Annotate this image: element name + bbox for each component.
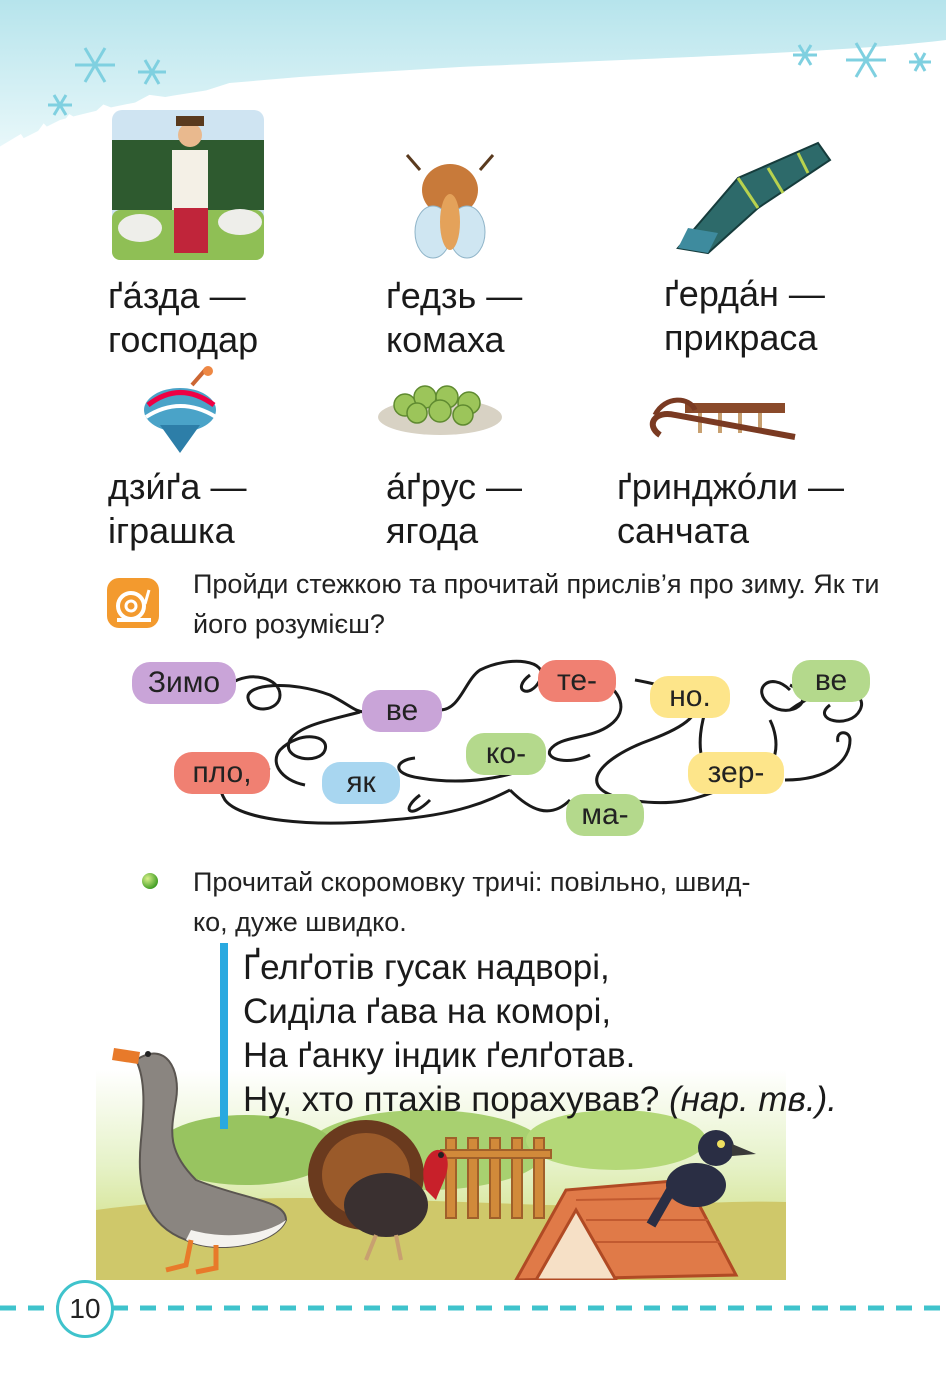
footer-dashed-line (0, 1305, 946, 1311)
spinning-top-icon (144, 366, 218, 453)
maze-word: ве (362, 690, 442, 732)
winter-banner (0, 0, 946, 156)
vocab-meaning: прикраса (664, 317, 818, 358)
maze-word: те- (538, 660, 616, 702)
maze-word: Зимо (132, 662, 236, 704)
vocab-word: ґа́зда — (108, 275, 246, 316)
crow-icon (646, 1130, 756, 1228)
vocab-meaning: господар (108, 319, 259, 360)
poem-line: Ґелґотів гусак надворі, (243, 948, 610, 987)
vocab-item: ґринджо́ли — санчата (617, 465, 844, 553)
roof-icon (514, 1178, 739, 1280)
maze-word: як (322, 762, 400, 804)
gooseberry-icon (378, 385, 502, 435)
farmer-icon (112, 110, 264, 260)
vocab-word: дзи́ґа — (108, 466, 247, 507)
vocab-item: ґа́зда — господар (108, 274, 258, 362)
poem: Ґелґотів гусак надворі, Сиділа ґава на к… (243, 946, 837, 1122)
poem-last-line: Ну, хто птахів порахував? (243, 1080, 660, 1119)
bullet-icon (142, 873, 158, 889)
maze-word: ма- (566, 794, 644, 836)
vocab-word: а́ґрус — (386, 466, 523, 507)
vocab-item: ґедзь — комаха (386, 274, 522, 362)
vocab-meaning: комаха (386, 319, 505, 360)
turkey-icon (308, 1120, 448, 1261)
snowflake-icon (48, 42, 931, 116)
poem-bar (220, 943, 228, 1129)
task-instruction: Прочитай скоромовку тричі: повільно, шви… (193, 862, 893, 942)
fence-icon (440, 1137, 552, 1219)
poem-line: Ну, хто птахів порахував? (нар. тв.). (243, 1078, 837, 1122)
sled-icon (649, 397, 796, 440)
necklace-icon (676, 141, 832, 255)
vocab-item: ґерда́н — прикраса (664, 272, 825, 360)
vocab-item: а́ґрус — ягода (386, 465, 522, 553)
vocab-word: ґедзь — (386, 275, 523, 316)
vocab-meaning: санчата (617, 510, 749, 551)
maze-word: ко- (466, 733, 546, 775)
maze-word: ве (792, 660, 870, 702)
page-number: 10 (56, 1280, 114, 1338)
task-instruction: Пройди стежкою та прочитай прислів’я про… (193, 569, 880, 639)
task-instruction-line: Прочитай скоромовку тричі: повільно, шви… (193, 867, 751, 897)
birds-illustration (96, 1048, 786, 1280)
poem-line: Сиділа ґава на коморі, (243, 992, 612, 1031)
vocab-word: ґерда́н — (664, 273, 825, 314)
gadfly-icon (405, 154, 495, 259)
poem-source-note: (нар. тв.). (669, 1080, 837, 1119)
vocab-meaning: ягода (386, 510, 479, 551)
maze-word: зер- (688, 752, 784, 794)
vocab-meaning: іграшка (108, 510, 235, 551)
task-instruction-line: ко, дуже швидко. (193, 907, 407, 937)
poem-line: На ґанку індик ґелґотав. (243, 1036, 636, 1075)
maze-word: но. (650, 676, 730, 718)
maze-word: пло, (174, 752, 270, 794)
snail-icon (107, 578, 159, 628)
vocab-word: ґринджо́ли — (617, 466, 845, 507)
goose-icon (112, 1048, 288, 1275)
vocab-item: дзи́ґа — іграшка (108, 465, 246, 553)
